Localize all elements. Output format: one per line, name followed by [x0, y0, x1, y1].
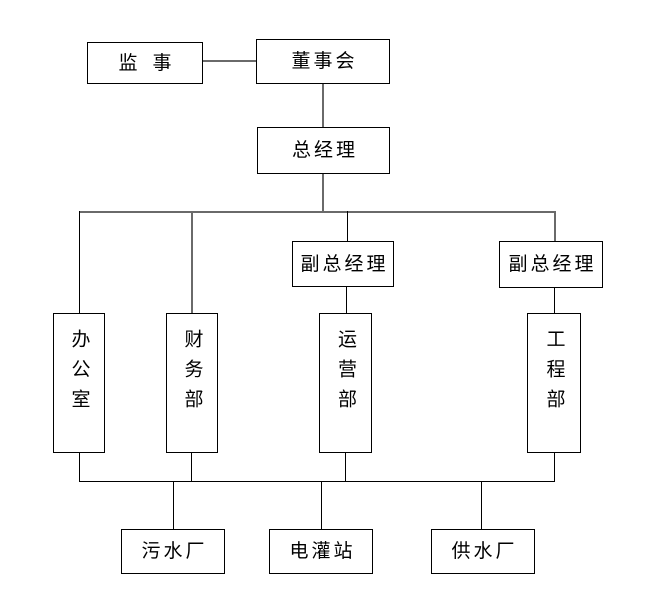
connector-bus-deputy-right	[554, 211, 556, 241]
connector-bus-water-plant	[481, 481, 482, 529]
connector-deputy-right-engineering	[554, 288, 555, 313]
node-electric-irrigation-station-label: 电灌站	[289, 541, 356, 562]
connector-bus-finance	[191, 211, 193, 313]
node-deputy-gm-left-label: 副总经理	[300, 253, 389, 275]
node-sewage-plant-label: 污水厂	[141, 541, 208, 562]
node-general-manager: 总经理	[257, 127, 390, 174]
connector-supervisor-board	[203, 60, 256, 62]
node-water-supply-plant: 供水厂	[431, 529, 535, 574]
connector-deputy-left-operations	[346, 287, 347, 313]
connector-bus-irrigation-station	[321, 481, 322, 529]
connector-upper-bus	[79, 211, 556, 213]
connector-office-lower-bus	[79, 453, 80, 482]
node-water-supply-plant-label: 供水厂	[451, 541, 518, 562]
node-deputy-gm-left: 副总经理	[292, 241, 394, 287]
node-operations-dept-label: 运营部	[335, 329, 356, 419]
node-sewage-plant: 污水厂	[121, 529, 225, 574]
node-board-label: 董事会	[291, 51, 358, 72]
node-office-label: 办公室	[68, 329, 90, 419]
connector-lower-bus	[79, 481, 555, 482]
node-finance-dept-label: 财务部	[181, 329, 203, 419]
node-board-of-directors: 董事会	[256, 39, 390, 84]
node-electric-irrigation-station: 电灌站	[269, 529, 373, 574]
node-deputy-gm-right: 副总经理	[499, 241, 603, 288]
node-engineering-dept-label: 工程部	[543, 329, 565, 419]
connector-bus-deputy-left	[347, 211, 348, 241]
node-supervisor-label: 监事	[118, 52, 187, 74]
connector-general-manager-bus	[322, 174, 324, 212]
node-deputy-gm-right-label: 副总经理	[508, 254, 597, 275]
connector-board-general-manager	[322, 84, 324, 127]
node-office: 办公室	[53, 313, 105, 453]
connector-bus-sewage-plant	[173, 481, 174, 529]
node-supervisor: 监事	[87, 42, 203, 84]
connector-operations-lower-bus	[345, 453, 346, 482]
node-general-manager-label: 总经理	[291, 140, 358, 161]
connector-finance-lower-bus	[191, 453, 192, 482]
node-operations-dept: 运营部	[319, 313, 372, 453]
connector-engineering-lower-bus	[554, 453, 555, 482]
node-finance-dept: 财务部	[166, 313, 218, 453]
node-engineering-dept: 工程部	[527, 313, 581, 453]
connector-bus-office	[79, 211, 80, 313]
